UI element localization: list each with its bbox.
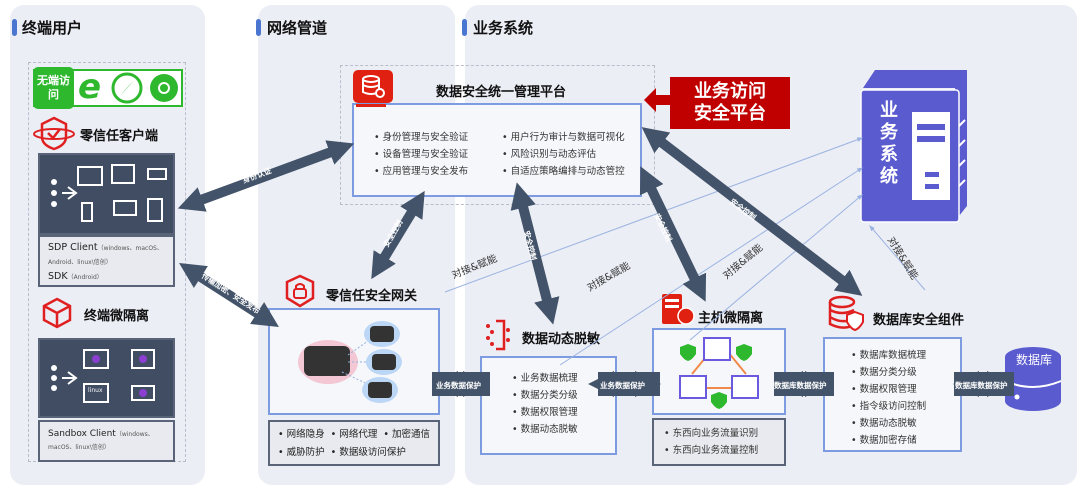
- section-title-business: 业务系统: [473, 19, 534, 37]
- host-title: 主机微隔离: [698, 311, 764, 326]
- client-info-box: SDP Client（windows、macOS、Android、linux\信…: [38, 235, 175, 287]
- data-masking-icon: [486, 319, 510, 351]
- section-marker: [462, 19, 467, 36]
- feature-item: 网络代理: [339, 429, 378, 440]
- list-item: 东西向业务流量控制: [664, 442, 774, 459]
- server-shield-icon: [662, 294, 695, 325]
- safari-compass-icon: [111, 72, 143, 104]
- biz-protect-label: 业务数据保护: [600, 381, 645, 390]
- biz-protect-label: 业务数据保护: [436, 381, 481, 390]
- section-marker: [12, 19, 17, 36]
- label-char: 务: [880, 122, 898, 143]
- list-item: 业务数据梳理: [512, 370, 578, 387]
- list-item: 数据分类分级: [851, 364, 926, 381]
- gateway-devices-icon: [298, 321, 402, 403]
- list-item: 指令级访问控制: [851, 398, 927, 415]
- db-component-list: 数据库数据梳理 数据分类分级 数据权限管理 指令级访问控制 数据动态脱敏 数据加…: [851, 347, 927, 449]
- feature-item: 网络隐身: [286, 429, 325, 440]
- database-label: 数据库: [1016, 353, 1053, 367]
- list-item: 风险识别与动态评估: [502, 146, 625, 163]
- list-item: 应用管理与安全发布: [374, 163, 469, 180]
- list-item: 身份管理与安全验证: [374, 129, 469, 146]
- host-network-icon: [679, 337, 759, 409]
- sandbox-devices-icon: [51, 349, 155, 403]
- gateway-box: [268, 308, 440, 415]
- isolation-info-box: Sandbox Client（windows、macOS、linux\信创）: [38, 420, 175, 462]
- list-item: 设备管理与安全验证: [374, 146, 469, 163]
- access-platform-badge: 业务访问 安全平台: [670, 77, 790, 129]
- database-shield-icon: [828, 295, 864, 332]
- ie-browser-icon: e: [78, 67, 102, 107]
- transport-arrow-label: 传输加密、安全发布: [199, 271, 262, 316]
- database-settings-icon: [353, 70, 393, 103]
- platform-left-list: 身份管理与安全验证 设备管理与安全验证 应用管理与安全发布: [374, 129, 469, 180]
- client-devices-panel: [38, 153, 175, 235]
- list-item: 自适应策略编排与动态管控: [502, 163, 625, 180]
- list-item: 数据动态脱敏: [851, 415, 926, 432]
- section-marker: [256, 19, 261, 36]
- db-protect-label: 数据库数据保护: [955, 381, 1008, 390]
- cube-icon: [42, 297, 72, 329]
- db-component-title: 数据库安全组件: [873, 313, 965, 328]
- list-item: 数据权限管理: [512, 404, 578, 421]
- list-item: 数据动态脱敏: [512, 421, 578, 438]
- client-item-note: （windows、macOS、Android、linux\信创）: [48, 245, 163, 266]
- badge-line: 安全平台: [694, 103, 766, 124]
- isolation-title: 终端微隔离: [84, 309, 150, 324]
- platform-box: 身份管理与安全验证 设备管理与安全验证 应用管理与安全发布 用户行为审计与数据可…: [352, 103, 642, 197]
- label-char: 业: [880, 100, 898, 121]
- lock-shield-icon: [285, 274, 315, 308]
- platform-title: 数据安全统一管理平台: [436, 85, 567, 100]
- section-title-network: 网络管道: [267, 19, 328, 37]
- gateway-title: 零信任安全网关: [326, 289, 418, 304]
- list-item: 数据加密存储: [851, 432, 926, 449]
- list-item: 东西向业务流量识别: [664, 425, 774, 442]
- db-protect-label: 数据库数据保护: [774, 381, 827, 390]
- masking-box: 业务数据梳理 数据分类分级 数据权限管理 数据动态脱敏: [480, 356, 617, 455]
- label-char: 系: [880, 144, 898, 165]
- feature-item: 数据级访问保护: [339, 447, 406, 458]
- business-system-label: 业 务 系 统: [878, 100, 900, 188]
- linux-label: linux: [88, 387, 103, 394]
- business-server-icon: [860, 70, 967, 223]
- client-item-main: SDK: [48, 271, 68, 282]
- chrome-browser-icon: [150, 74, 178, 102]
- client-item-main: SDP Client: [48, 242, 98, 253]
- label-char: 统: [880, 166, 898, 187]
- shield-check-icon: [33, 116, 75, 151]
- red-arrow-left-icon: [644, 88, 672, 112]
- feature-item: 加密通信: [392, 429, 431, 440]
- db-component-box: 数据库数据梳理 数据分类分级 数据权限管理 指令级访问控制 数据动态脱敏 数据加…: [823, 337, 962, 452]
- host-features: 东西向业务流量识别 东西向业务流量控制: [652, 418, 786, 466]
- host-box: [652, 328, 786, 415]
- list-item: 用户行为审计与数据可视化: [502, 129, 625, 146]
- platform-right-list: 用户行为审计与数据可视化 风险识别与动态评估 自适应策略编排与动态管控: [502, 129, 625, 180]
- badge-line: 业务访问: [694, 81, 766, 102]
- masking-title: 数据动态脱敏: [522, 332, 601, 347]
- gateway-features: • 网络隐身 • 网络代理 • 加密通信 • 威胁防护 • 数据级访问保护: [268, 420, 440, 466]
- client-title: 零信任客户端: [80, 129, 159, 144]
- section-title-terminal: 终端用户: [22, 19, 83, 37]
- isolation-item-main: Sandbox Client: [48, 429, 116, 439]
- list-item: 数据分类分级: [512, 387, 578, 404]
- database-icon: [1004, 347, 1062, 411]
- list-item: 数据权限管理: [851, 381, 926, 398]
- agentless-badge: 无端访问: [33, 67, 74, 109]
- isolation-item-note: （windows、macOS、linux\信创）: [48, 431, 154, 451]
- masking-list: 业务数据梳理 数据分类分级 数据权限管理 数据动态脱敏: [512, 370, 578, 438]
- feature-item: 威胁防护: [286, 447, 325, 458]
- host-list: 东西向业务流量识别 东西向业务流量控制: [664, 425, 774, 459]
- icon-stand: [356, 104, 386, 107]
- client-item-note: （Android）: [67, 274, 103, 281]
- list-item: 数据库数据梳理: [851, 347, 927, 364]
- devices-illustration-icon: [51, 164, 167, 222]
- isolation-devices-panel: linux: [38, 338, 175, 418]
